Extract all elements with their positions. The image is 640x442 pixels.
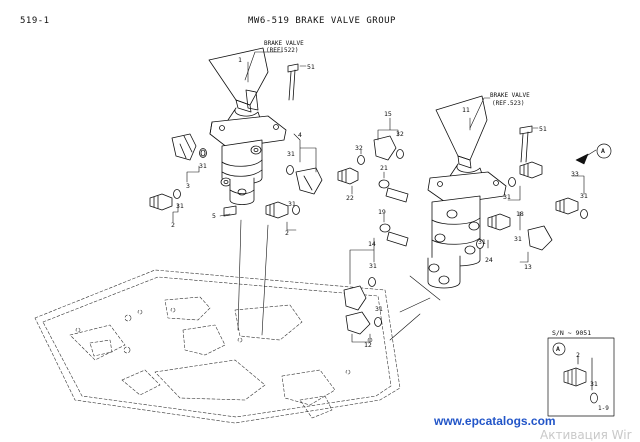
part-number-14: 14	[368, 240, 376, 248]
part-number-32: 32	[396, 130, 404, 138]
part-number-21: 21	[380, 164, 388, 172]
part-number-18: 18	[516, 210, 524, 218]
part-number-33: 33	[571, 170, 579, 178]
page-reference: 1-9	[598, 405, 609, 412]
part-number-3: 3	[186, 182, 190, 190]
watermark: www.epcatalogs.com	[434, 414, 556, 428]
leader-lines	[172, 46, 597, 343]
left-valve-callout-1: BRAKE VALVE	[264, 40, 304, 47]
left-brake-valve	[208, 47, 299, 217]
right-brake-valve	[427, 95, 533, 289]
right-valve-callout-1: BRAKE VALVE	[490, 92, 530, 99]
detail-box	[547, 337, 615, 417]
activation-overlay: Активация Wir	[540, 428, 632, 442]
detail-part-2: 2	[576, 351, 580, 359]
part-number-19: 19	[378, 208, 386, 216]
right-valve-callout-2: (REF.523)	[492, 100, 525, 107]
view-marker-circle	[596, 143, 612, 159]
part-number-31: 31	[478, 238, 486, 246]
part-number-32: 32	[355, 144, 363, 152]
part-number-2: 2	[285, 229, 289, 237]
part-number-31: 31	[287, 150, 295, 158]
detail-part-31: 31	[590, 380, 598, 388]
view-marker-letter: A	[601, 147, 605, 155]
part-number-11: 11	[462, 106, 470, 114]
part-number-31: 31	[503, 193, 511, 201]
left-fittings	[149, 133, 323, 219]
part-number-31: 31	[369, 262, 377, 270]
part-number-1: 1	[238, 56, 242, 64]
part-number-31: 31	[375, 305, 383, 313]
part-number-22: 22	[346, 194, 354, 202]
part-number-51: 51	[307, 63, 315, 71]
detail-letter: A	[556, 345, 560, 353]
right-fittings	[337, 135, 588, 335]
left-valve-callout-2: (REF.522)	[266, 47, 299, 54]
part-number-31: 31	[176, 202, 184, 210]
detail-serial: S/N ~ 9051	[552, 329, 592, 337]
part-number-31: 31	[514, 235, 522, 243]
part-number-24: 24	[485, 256, 493, 264]
floor-plate	[34, 269, 401, 424]
part-number-13: 13	[524, 263, 532, 271]
page-title: MW6-519 BRAKE VALVE GROUP	[248, 16, 396, 26]
part-number-5: 5	[212, 212, 216, 220]
part-number-15: 15	[384, 110, 392, 118]
part-number-31: 31	[580, 192, 588, 200]
part-number-4: 4	[298, 131, 302, 139]
part-number-12: 12	[364, 341, 372, 349]
page-number: 519-1	[20, 16, 50, 26]
part-number-2: 2	[171, 221, 175, 229]
part-number-31: 31	[199, 162, 207, 170]
part-number-51: 51	[539, 125, 547, 133]
part-number-31: 31	[288, 200, 296, 208]
